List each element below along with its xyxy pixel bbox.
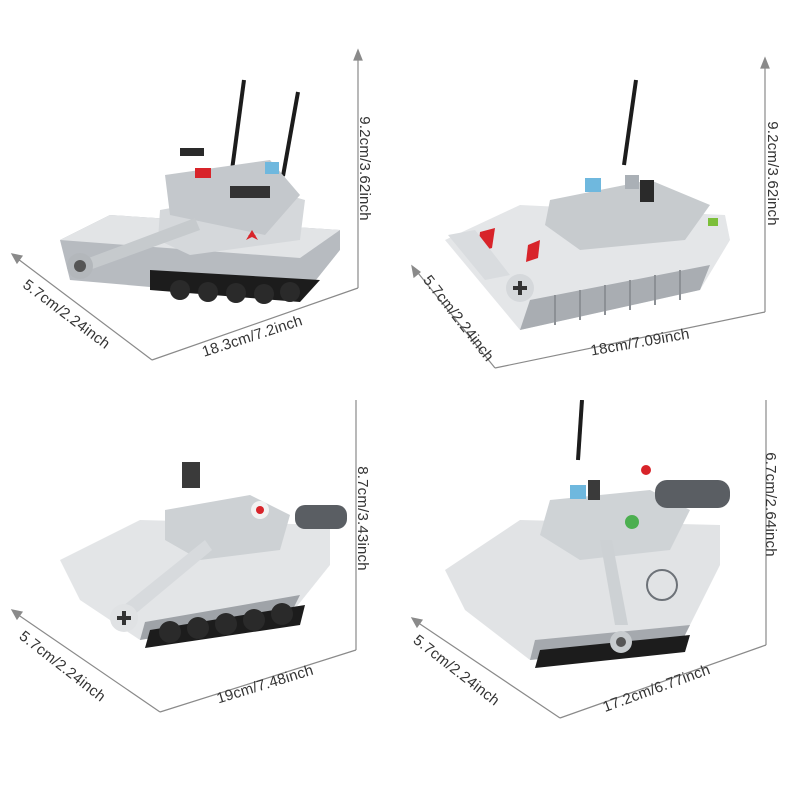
- height-label: 9.2cm/3.62inch: [355, 116, 373, 221]
- tank-model-1: [60, 79, 340, 304]
- panel-top-left: 9.2cm/3.62inch 5.7cm/2.24inch 18.3cm/7.2…: [0, 0, 400, 400]
- tank-model-3: [60, 462, 347, 648]
- panel-top-right: 9.2cm/3.62inch 5.7cm/2.24inch 18cm/7.09i…: [400, 0, 800, 400]
- height-label: 8.7cm/3.43inch: [353, 466, 371, 571]
- dimension-lines: [10, 400, 357, 713]
- height-label: 9.2cm/3.62inch: [763, 121, 781, 226]
- dimension-lines: [10, 48, 363, 361]
- height-label: 6.7cm/2.64inch: [761, 452, 779, 557]
- dimension-lines: [410, 400, 767, 719]
- panel-bottom-left: 8.7cm/3.43inch 5.7cm/2.24inch 19cm/7.48i…: [0, 400, 400, 800]
- panel-bottom-right: 6.7cm/2.64inch 5.7cm/2.24inch 17.2cm/6.7…: [400, 400, 800, 800]
- tank-model-4: [445, 400, 730, 668]
- dimension-lines: [411, 56, 770, 369]
- tank-model-2: [445, 79, 730, 330]
